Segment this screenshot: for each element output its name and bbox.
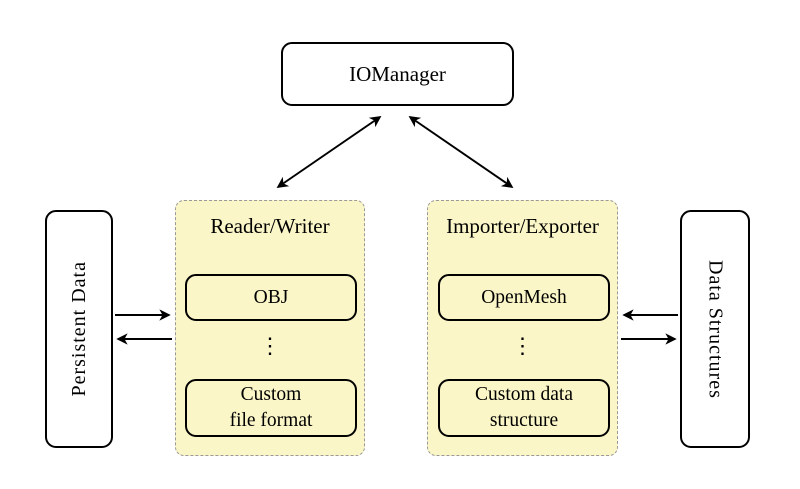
persistent-data-node: Persistent Data — [45, 210, 113, 448]
arrow-iomanager-readerwriter — [276, 116, 382, 188]
openmesh-label: OpenMesh — [481, 286, 567, 308]
vertical-ellipsis-icon: ⋮ — [511, 333, 534, 358]
vertical-ellipsis-icon: ⋮ — [259, 333, 281, 358]
iomanager-node: IOManager — [281, 42, 514, 106]
obj-label: OBJ — [253, 286, 289, 308]
custom-file-format-label: Custom file format — [229, 384, 313, 431]
reader-writer-panel: Reader/Writer OBJ ⋮ Custom file format — [175, 200, 365, 456]
importer-exporter-title: Importer/Exporter — [446, 214, 599, 238]
openmesh-node: OpenMesh — [438, 274, 610, 321]
persistent-data-label: Persistent Data — [67, 261, 90, 397]
reader-writer-title: Reader/Writer — [210, 214, 330, 238]
custom-data-structure-node: Custom data structure — [438, 379, 610, 437]
importer-exporter-panel: Importer/Exporter OpenMesh ⋮ Custom data… — [427, 200, 618, 456]
custom-file-format-node: Custom file format — [185, 379, 357, 437]
iomanager-label: IOManager — [349, 61, 446, 86]
custom-data-structure-label: Custom data structure — [474, 384, 574, 431]
data-structures-label: Data Structures — [704, 259, 727, 399]
data-structures-node: Data Structures — [680, 210, 750, 448]
arrow-iomanager-importerexporter — [408, 116, 514, 188]
obj-node: OBJ — [185, 274, 357, 321]
